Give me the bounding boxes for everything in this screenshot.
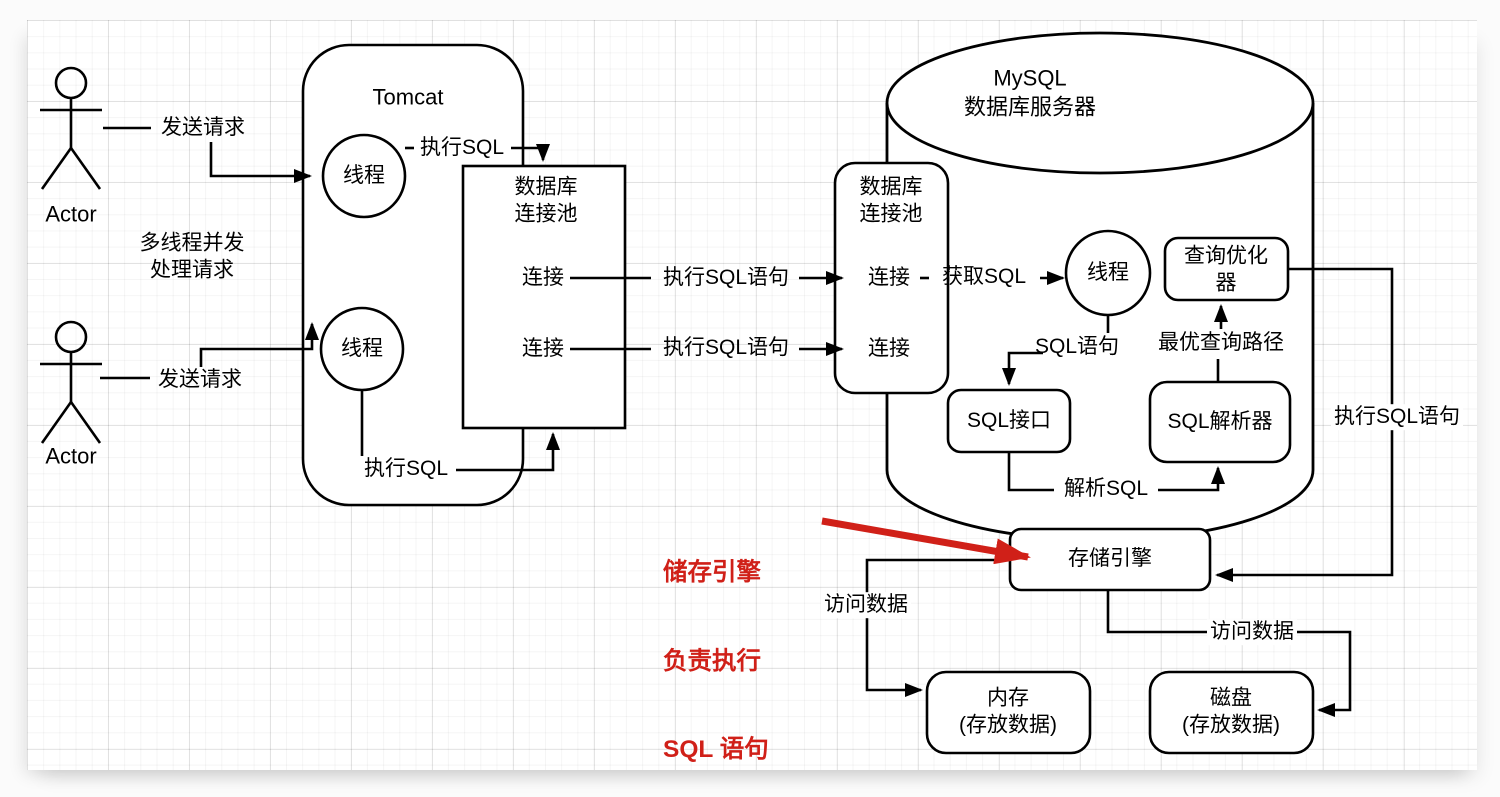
- disk-label-line1: 磁盘: [1210, 686, 1252, 710]
- exec-sql-1-label: 执行SQL: [419, 136, 505, 160]
- multithread-note-line2: 处理请求: [150, 259, 234, 282]
- query-optimizer-label-line1: 查询优化: [1184, 244, 1268, 268]
- memory-label-line1: 内存: [987, 686, 1029, 710]
- actor1-figure: [40, 66, 102, 190]
- multithread-note: 多线程并发 处理请求: [140, 230, 245, 285]
- disk-label-line2: (存放数据): [1182, 714, 1280, 737]
- annotation-line3: SQL 语句: [663, 736, 769, 763]
- send-request-2-label: 发送请求: [158, 368, 242, 392]
- actor1-label: Actor: [45, 201, 97, 227]
- mysql-title-line1: MySQL: [993, 65, 1067, 91]
- annotation-line1: 储存引擎: [663, 559, 761, 586]
- mysql-pool-title: 数据库 连接池: [860, 174, 923, 229]
- memory-label: 内存 (存放数据): [959, 685, 1057, 740]
- tomcat-conn-1-label: 连接: [522, 266, 564, 290]
- tomcat-conn-2-label: 连接: [522, 337, 564, 361]
- mysql-conn-1-label: 连接: [868, 266, 910, 290]
- multithread-note-line1: 多线程并发: [139, 231, 245, 255]
- mysql-pool-title-line1: 数据库: [859, 175, 923, 199]
- exec-sql-stmt-right-label: 执行SQL语句: [1330, 404, 1464, 430]
- mysql-pool-title-line2: 连接池: [859, 203, 923, 226]
- optimal-query-path-label: 最优查询路径: [1158, 331, 1284, 355]
- get-sql-label: 获取SQL: [941, 265, 1027, 289]
- annotation-line2: 负责执行: [663, 647, 761, 675]
- mysql-title-line2: 数据库服务器: [963, 94, 1097, 119]
- sql-stmt-label: SQL语句: [1034, 335, 1120, 359]
- mysql-title: MySQL 数据库服务器: [964, 64, 1096, 121]
- thread1-label: 线程: [343, 164, 385, 188]
- sql-parser-box: [1148, 380, 1292, 464]
- access-data-memory-label: 访问数据: [821, 592, 911, 618]
- query-optimizer-label: 查询优化 器: [1184, 243, 1268, 298]
- tomcat-pool-title-line2: 连接池: [514, 203, 578, 226]
- query-optimizer-label-line2: 器: [1215, 272, 1237, 295]
- exec-sql-stmt-2-label: 执行SQL语句: [662, 336, 790, 360]
- disk-box: [1148, 670, 1315, 755]
- sql-interface-label: SQL接口: [966, 409, 1052, 433]
- storage-engine-annotation: 储存引擎 负责执行 SQL 语句: [663, 499, 769, 794]
- mysql-thread-label: 线程: [1087, 261, 1129, 285]
- tomcat-pool-title: 数据库 连接池: [515, 174, 578, 229]
- mysql-conn-2-label: 连接: [868, 337, 910, 361]
- exec-sql-stmt-1-label: 执行SQL语句: [662, 266, 790, 290]
- thread1-circle: [321, 133, 407, 219]
- connectors: [100, 126, 1394, 717]
- annotation-arrow: [821, 517, 1031, 565]
- memory-label-line2: (存放数据): [959, 714, 1057, 737]
- tomcat-pool-title-line1: 数据库: [514, 175, 578, 199]
- access-data-disk-label: 访问数据: [1207, 619, 1297, 645]
- actor2-figure: [40, 320, 102, 444]
- sql-parser-label: SQL解析器: [1167, 410, 1273, 434]
- memory-box: [925, 670, 1092, 755]
- storage-engine-label: 存储引擎: [1068, 547, 1152, 571]
- parse-sql-label: 解析SQL: [1063, 477, 1149, 501]
- exec-sql-2-label: 执行SQL: [363, 457, 449, 481]
- send-request-1-label: 发送请求: [161, 116, 245, 140]
- tomcat-pool-box: [461, 164, 627, 430]
- disk-label: 磁盘 (存放数据): [1182, 685, 1280, 740]
- actor2-label: Actor: [45, 443, 97, 469]
- thread2-label: 线程: [341, 337, 383, 361]
- tomcat-title: Tomcat: [372, 84, 444, 110]
